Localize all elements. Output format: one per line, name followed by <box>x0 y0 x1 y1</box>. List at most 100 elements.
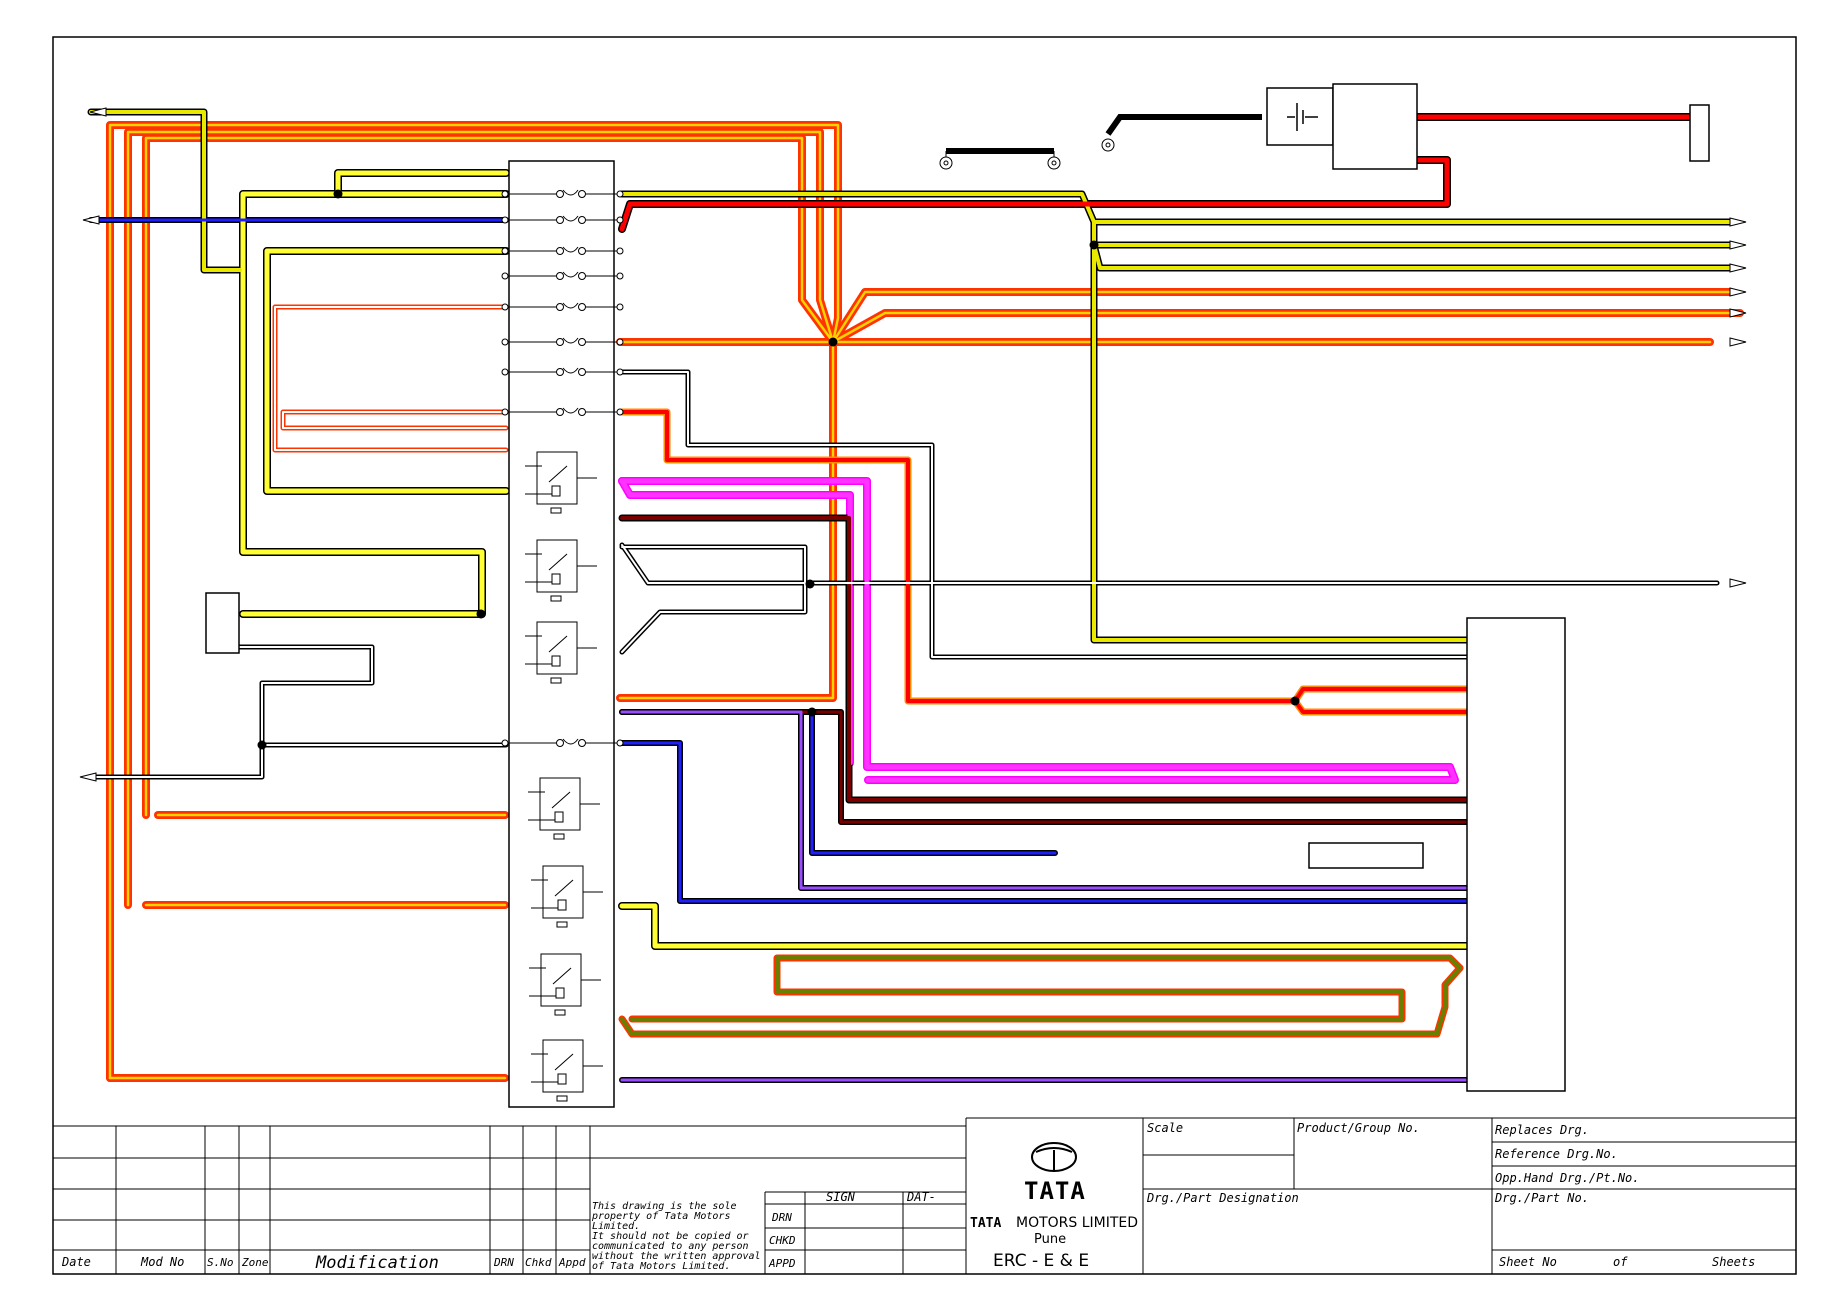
date-header: DAT- <box>906 1190 936 1204</box>
yellow-wire <box>335 170 509 197</box>
rev-header-date: Date <box>61 1255 91 1269</box>
relay-lead <box>525 635 597 665</box>
arrow-end-icon <box>1729 578 1747 588</box>
ground-strap <box>939 148 1061 170</box>
fuse-terminal-icon <box>556 739 564 747</box>
fuse-terminal-icon <box>556 368 564 376</box>
notice-line: without the written approval <box>592 1251 761 1262</box>
fuse-terminal-icon <box>556 408 564 416</box>
orange-wire-core <box>831 311 1742 344</box>
yellow-wire <box>619 903 1470 949</box>
yellow-wire <box>240 191 485 617</box>
white-wire <box>621 546 806 653</box>
white-wire <box>90 646 373 778</box>
relay-coil-icon <box>555 987 565 999</box>
magenta-wire-outline <box>618 477 854 767</box>
white-wire-outline <box>619 544 808 655</box>
fuse-terminal-icon <box>578 408 586 416</box>
magenta-wire-outline <box>618 477 1459 784</box>
role-drn: DRN <box>771 1211 792 1224</box>
relay-resistor-icon <box>554 1009 566 1016</box>
red-wire <box>1293 699 1469 714</box>
rev-header-zone: Zone <box>241 1256 269 1269</box>
relay-coil-icon <box>557 899 567 911</box>
fuse-terminal-icon <box>578 338 586 346</box>
relay-resistor-icon <box>556 1095 568 1102</box>
ground-cable <box>1101 114 1262 152</box>
pin-icon <box>501 368 509 376</box>
designation-label: Drg./Part Designation <box>1146 1191 1299 1205</box>
magenta-wire <box>619 478 1458 783</box>
relay-resistor-icon <box>550 595 562 602</box>
product-group-label: Product/Group No. <box>1297 1121 1420 1135</box>
yellow-black-wire <box>1092 220 1469 642</box>
red-thin-wire <box>274 306 507 451</box>
of-label: of <box>1613 1255 1628 1269</box>
white-wire <box>621 544 1718 584</box>
main-switch-box <box>1332 83 1418 170</box>
relay-contact-icon <box>548 553 568 571</box>
white-wire-outline <box>88 644 375 780</box>
rev-header-s-no: S.No <box>207 1256 234 1269</box>
arrow-ends <box>79 107 1747 782</box>
pin-icon <box>501 408 509 416</box>
white-wire <box>621 371 1468 658</box>
relay-contact-icon <box>548 465 568 483</box>
arrow-end-icon <box>79 772 97 782</box>
yellow-black-wire <box>1092 243 1732 270</box>
red-wire <box>619 157 1450 232</box>
rev-header-chkd: Chkd <box>525 1256 552 1269</box>
relay-contact-icon <box>554 1053 574 1071</box>
pin-icon <box>501 190 509 198</box>
part-no-label: Drg./Part No. <box>1494 1191 1589 1205</box>
arrow-end-icon <box>89 107 107 117</box>
fuse-terminal-icon <box>578 303 586 311</box>
relay-lead <box>531 879 603 909</box>
arrow-end-icon <box>1729 263 1747 273</box>
pin-icon <box>501 739 509 747</box>
sheets-label: Sheets <box>1712 1255 1755 1269</box>
fuse-link-icon <box>562 738 579 745</box>
notice-line: communicated to any person <box>592 1241 749 1252</box>
fuse-terminal-icon <box>556 303 564 311</box>
pin-icon <box>501 338 509 346</box>
fuse-link-icon <box>562 189 579 196</box>
fuse-relay-box <box>501 160 624 1108</box>
relay-lead <box>531 1053 603 1083</box>
orange-wire-core <box>126 130 835 907</box>
magenta-wire <box>619 478 853 766</box>
red-thin-wire <box>282 411 507 429</box>
pin-icon <box>616 216 624 224</box>
sheet-no-label: Sheet No <box>1499 1255 1557 1269</box>
red-thin-wire-outline <box>280 409 509 431</box>
left-component-box <box>205 592 240 654</box>
notice-line: property of Tata Motors <box>591 1211 730 1222</box>
pin-icon <box>501 272 509 280</box>
relay-coil-icon <box>557 1073 567 1085</box>
splice-dot <box>257 740 267 750</box>
relay-lead <box>525 465 597 495</box>
title-block-text: Date Mod No S.No Zone Modification DRN C… <box>61 1121 1755 1273</box>
notice-line: Limited. <box>592 1221 640 1232</box>
relay-coil-icon <box>551 655 561 667</box>
white-wire-outline <box>619 542 1720 586</box>
fuse-terminal-icon <box>578 190 586 198</box>
yellow-wire <box>264 248 509 494</box>
relay-coil-icon <box>551 485 561 497</box>
fuse-terminal-icon <box>556 338 564 346</box>
department-label: ERC - E & E <box>993 1251 1089 1271</box>
orange-wire-core <box>108 123 840 1080</box>
relay-resistor-icon <box>553 833 565 840</box>
right-connector-block <box>1466 617 1566 1092</box>
replaces-label: Replaces Drg. <box>1495 1123 1589 1137</box>
splice-dot <box>1089 240 1099 250</box>
relay-resistor-icon <box>556 921 568 928</box>
logo-word: TATA <box>1024 1177 1086 1205</box>
yellow-wire-outline <box>334 169 510 198</box>
splice-dots <box>257 189 1300 750</box>
violet-wire <box>620 710 1469 890</box>
fuse-terminal-icon <box>578 272 586 280</box>
yellow-black-wire <box>620 192 1732 224</box>
